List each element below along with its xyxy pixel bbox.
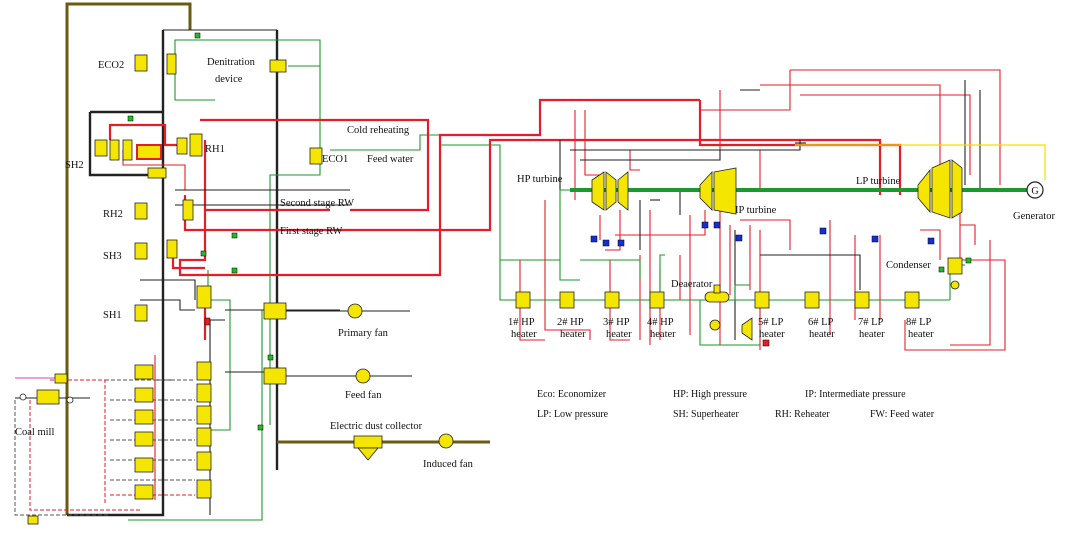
boiler-frame xyxy=(65,2,490,517)
first-stage-rw-label: First stage RW xyxy=(280,226,343,237)
primary-fan xyxy=(286,303,410,319)
induced-fan xyxy=(438,433,454,449)
primary-fan-label: Primary fan xyxy=(338,328,389,339)
sh3-label: SH3 xyxy=(103,251,122,262)
heater-labels: 1# HP heater 2# HP heater 3# HP heater 4… xyxy=(508,317,934,340)
lp-turbine xyxy=(917,159,963,219)
sh3-block xyxy=(134,239,178,260)
heater-5-label: 5# LP xyxy=(758,317,784,328)
boiler-misc-lines xyxy=(140,189,350,515)
heater-7-label: 7# LP xyxy=(858,317,884,328)
coal-mill-label: Coal mill xyxy=(15,427,54,438)
feed-water-label: Feed water xyxy=(367,154,414,165)
legend-rh: RH: Reheater xyxy=(775,409,830,420)
legend-fw: FW: Feed water xyxy=(870,409,935,420)
rh1-label: RH1 xyxy=(205,144,225,155)
deaerator-label: Deaerator xyxy=(671,279,713,290)
ip-turbine-label: IP turbine xyxy=(735,205,777,216)
eco2-label: ECO2 xyxy=(98,60,124,71)
heater-5-word: heater xyxy=(759,329,785,340)
second-stage-rw-label: Second stage RW xyxy=(280,198,354,209)
denitration-device xyxy=(269,59,287,73)
hp-turbine-label: HP turbine xyxy=(517,174,563,185)
heater-6-label: 6# LP xyxy=(808,317,834,328)
legend-lp: LP: Low pressure xyxy=(537,409,609,420)
induced-fan-label: Induced fan xyxy=(423,459,474,470)
lp-turbine-label: LP turbine xyxy=(856,176,901,187)
ip-turbine xyxy=(699,167,737,215)
heater-row xyxy=(515,291,920,309)
legend-eco: Eco: Economizer xyxy=(537,389,607,400)
heater-1-label: 1# HP xyxy=(508,317,535,328)
sh2-block xyxy=(94,139,167,179)
condenser-label: Condenser xyxy=(886,260,931,271)
coal-mill-unit xyxy=(19,373,74,525)
rh2-block xyxy=(134,199,194,221)
equipment-labels: ECO2 Denitration device Cold reheating F… xyxy=(15,57,1055,470)
heater-2-word: heater xyxy=(560,329,586,340)
generator: G xyxy=(1026,181,1044,199)
cold-reheating-label: Cold reheating xyxy=(347,125,410,136)
heater-4-label: 4# HP xyxy=(647,317,674,328)
valves xyxy=(127,32,972,431)
sh2-label: SH2 xyxy=(65,160,84,171)
heater-4-word: heater xyxy=(650,329,676,340)
sh1-label: SH1 xyxy=(103,310,122,321)
denitration-label-1: Denitration xyxy=(207,57,256,68)
electric-dust-collector xyxy=(353,435,383,461)
sh1-block xyxy=(134,285,212,322)
legend: Eco: Economizer HP: High pressure IP: In… xyxy=(537,389,935,420)
eco2-block xyxy=(134,53,177,75)
rh2-label: RH2 xyxy=(103,209,123,220)
legend-ip: IP: Intermediate pressure xyxy=(805,389,906,400)
heater-7-word: heater xyxy=(859,329,885,340)
heater-8-label: 8# LP xyxy=(906,317,932,328)
denitration-label-2: device xyxy=(215,74,243,85)
legend-hp: HP: High pressure xyxy=(673,389,747,400)
eco1-block xyxy=(309,147,323,165)
rh1-block xyxy=(176,133,203,157)
electric-dust-collector-label: Electric dust collector xyxy=(330,421,423,432)
eco1-label: ECO1 xyxy=(322,154,348,165)
boiler-steam-lines xyxy=(108,98,700,500)
generator-label: Generator xyxy=(1013,211,1055,222)
burner-column xyxy=(134,361,212,500)
heater-3-label: 3# HP xyxy=(603,317,630,328)
air-preheaters xyxy=(263,302,287,385)
condenser xyxy=(741,257,963,341)
feed-fan-label: Feed fan xyxy=(345,390,382,401)
heater-3-word: heater xyxy=(606,329,632,340)
heater-8-word: heater xyxy=(908,329,934,340)
heater-2-label: 2# HP xyxy=(557,317,584,328)
generator-symbol: G xyxy=(1031,186,1038,197)
deaerator xyxy=(704,284,730,331)
heater-1-word: heater xyxy=(511,329,537,340)
hp-turbine xyxy=(591,171,629,211)
legend-sh: SH: Superheater xyxy=(673,409,739,420)
heater-6-word: heater xyxy=(809,329,835,340)
feed-fan xyxy=(286,368,412,384)
